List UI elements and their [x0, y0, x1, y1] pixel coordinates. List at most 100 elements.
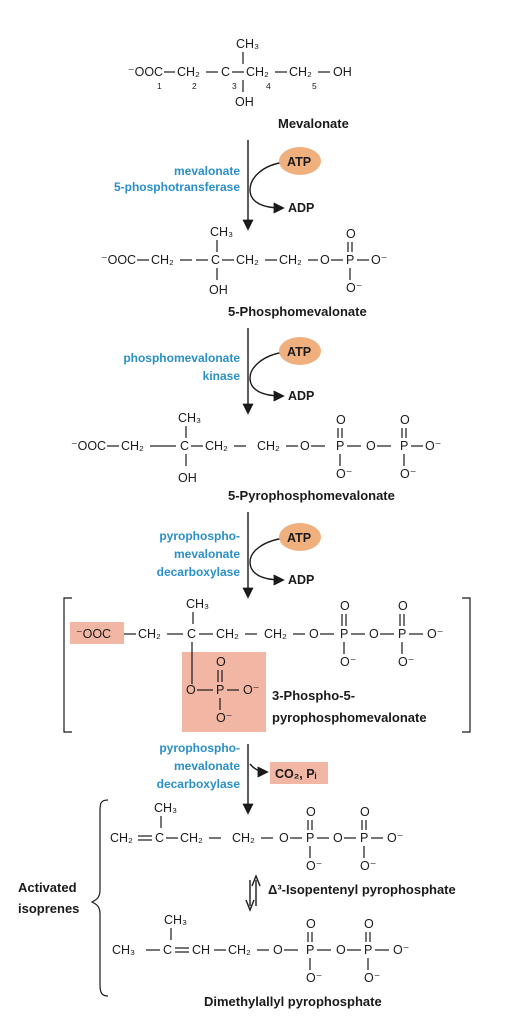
activated-label: isoprenes [18, 901, 79, 916]
oxygen-anion: O⁻ [306, 859, 322, 873]
enzyme-name: mevalonate [174, 164, 240, 178]
ch3-group: CH₃ [112, 943, 135, 957]
enzyme-name: pyrophospho- [159, 741, 240, 755]
cofactor-arrow [249, 161, 286, 214]
compound-name: Dimethylallyl pyrophosphate [204, 994, 382, 1009]
phosphorus-atom: P [346, 253, 354, 267]
oxygen-atom: O [400, 413, 410, 427]
carbon-number: 4 [266, 81, 271, 91]
oxygen-atom: O [398, 599, 408, 613]
oxygen-anion: O⁻ [306, 971, 322, 985]
oxygen-atom: O [366, 439, 376, 453]
hydroxyl-group: OH [209, 283, 228, 297]
compound-name: Mevalonate [278, 116, 349, 131]
equilibrium-arrows [245, 874, 261, 912]
oxygen-atom: O [364, 917, 374, 931]
ch3-group: CH₃ [236, 37, 259, 51]
carboxylate-group: ⁻OOC [71, 439, 106, 453]
phosphorus-atom: P [364, 943, 372, 957]
ch2-group: CH₂ [257, 439, 280, 453]
ch-group: CH [192, 943, 210, 957]
ch2-group: CH₂ [205, 439, 228, 453]
reaction-step-3: ATP ADP pyrophospho- mevalonate decarbox… [157, 512, 321, 599]
ch2-group: CH₂ [228, 943, 251, 957]
ch2-group: CH₂ [121, 439, 144, 453]
oxygen-atom: O [340, 599, 350, 613]
phosphorus-atom: P [306, 831, 314, 845]
reaction-step-1: ATP ADP mevalonate 5-phosphotransferase [114, 140, 321, 231]
ch2-group: CH₂ [216, 627, 239, 641]
compound-name: 3-Phospho-5- [272, 688, 355, 703]
oxygen-anion: O⁻ [340, 655, 356, 669]
products-label: CO₂, Pᵢ [275, 767, 317, 781]
oxygen-atom: O [333, 831, 343, 845]
enzyme-name: phosphomevalonate [123, 351, 240, 365]
isopentenyl-pyrophosphate-structure: CH₃ CH₂ C CH₂ CH₂ O P O P O⁻ O O⁻ O O⁻ Δ… [110, 801, 456, 897]
phosphorus-atom: P [336, 439, 344, 453]
carboxylate-group: ⁻OOC [128, 65, 163, 79]
phosphorus-atom: P [360, 831, 368, 845]
central-carbon: C [211, 253, 220, 267]
adp-label: ADP [288, 573, 314, 587]
oxygen-anion: O⁻ [398, 655, 414, 669]
phospho-pyrophosphomevalonate-structure: CH₃ ⁻OOC CH₂ C CH₂ CH₂ O P O P O⁻ O O⁻ O… [63, 597, 471, 733]
oxygen-atom: O [273, 943, 283, 957]
atp-ellipse [279, 523, 321, 551]
oxygen-atom: O [300, 439, 310, 453]
ch3-group: CH₃ [186, 597, 209, 611]
ch2-group: CH₂ [177, 65, 200, 79]
hydroxyl-group: OH [235, 95, 254, 109]
oxygen-anion: O⁻ [360, 859, 376, 873]
oxygen-anion: O⁻ [387, 831, 403, 845]
ch3-group: CH₃ [164, 913, 187, 927]
reaction-step-2: ATP ADP phosphomevalonate kinase [123, 328, 321, 415]
oxygen-atom: O [346, 227, 356, 241]
ch2-group: CH₂ [138, 627, 161, 641]
phosphate-highlight [182, 652, 266, 732]
carbon-number: 2 [192, 81, 197, 91]
oxygen-atom: O [309, 627, 319, 641]
oxygen-anion: O⁻ [346, 281, 362, 295]
oxygen-anion: O⁻ [336, 467, 352, 481]
ch2-group: CH₂ [110, 831, 133, 845]
cofactor-arrow [249, 351, 286, 402]
oxygen-anion: O⁻ [425, 439, 441, 453]
atp-ellipse [279, 147, 321, 175]
enzyme-name: pyrophospho- [159, 529, 240, 543]
enzyme-name: kinase [203, 369, 241, 383]
ch3-group: CH₃ [154, 801, 177, 815]
central-carbon: C [187, 627, 196, 641]
enzyme-name: decarboxylase [157, 777, 241, 791]
phosphomevalonate-structure: CH₃ ⁻OOC CH₂ C CH₂ CH₂ O P O⁻ O O⁻ OH 5-… [101, 225, 387, 319]
enzyme-name: mevalonate [174, 547, 240, 561]
ch2-group: CH₂ [246, 65, 269, 79]
carbon-number: 1 [157, 81, 162, 91]
ch3-group: CH₃ [178, 411, 201, 425]
compound-name: 5-Pyrophosphomevalonate [228, 488, 395, 503]
oxygen-atom: O [306, 805, 316, 819]
ch2-group: CH₂ [151, 253, 174, 267]
adp-label: ADP [288, 201, 314, 215]
oxygen-anion: O⁻ [393, 943, 409, 957]
oxygen-atom: O [369, 627, 379, 641]
hydroxyl-group: OH [178, 471, 197, 485]
central-carbon: C [163, 943, 172, 957]
activated-label: Activated [18, 880, 77, 895]
oxygen-atom: O [306, 917, 316, 931]
products-highlight [270, 762, 328, 784]
oxygen-atom: O [216, 655, 226, 669]
phosphorus-atom: P [340, 627, 348, 641]
oxygen-anion: O⁻ [364, 971, 380, 985]
left-bracket [63, 597, 72, 733]
ch2-group: CH₂ [232, 831, 255, 845]
ch2-group: CH₂ [264, 627, 287, 641]
ch2-group: CH₂ [236, 253, 259, 267]
carbon-number: 5 [312, 81, 317, 91]
atp-label: ATP [287, 155, 311, 169]
product-arrow [249, 763, 269, 778]
oxygen-atom: O [336, 943, 346, 957]
compound-name: pyrophosphomevalonate [272, 710, 427, 725]
activated-isoprenes-group: Activated isoprenes [18, 799, 109, 997]
carbon-number: 3 [232, 81, 237, 91]
compound-name: 5-Phosphomevalonate [228, 304, 367, 319]
